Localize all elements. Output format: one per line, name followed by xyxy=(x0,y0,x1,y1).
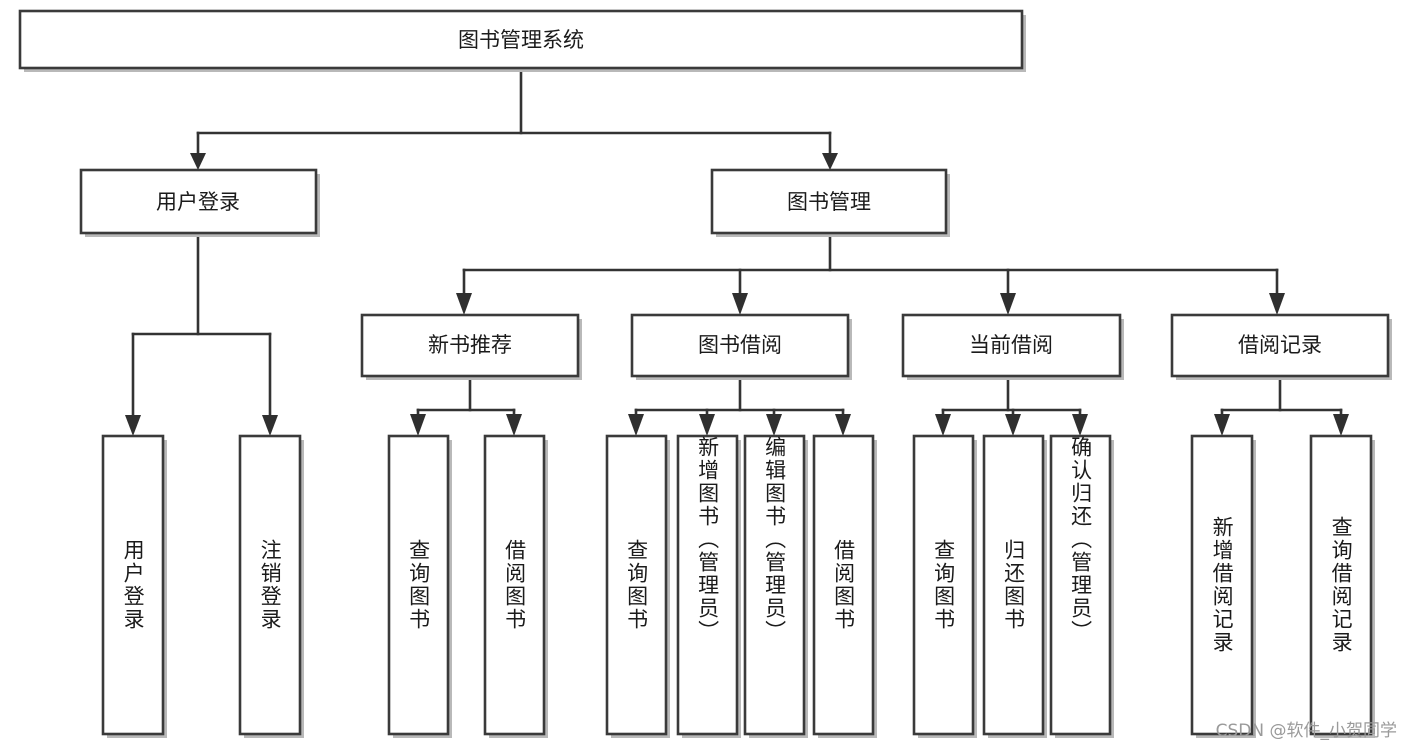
arrowhead-leaf-logout xyxy=(262,415,278,436)
leaf-box-confirm-return[interactable] xyxy=(1049,434,1112,736)
book-borrow-box[interactable] xyxy=(630,313,850,378)
node-new-book-recommend[interactable]: 新书推荐 xyxy=(360,313,582,380)
arrowhead-leaf-borrow-book-2 xyxy=(835,414,851,436)
node-user-login[interactable]: 用户登录 xyxy=(79,168,320,237)
arrowhead-leaf-query-record xyxy=(1333,414,1349,436)
arrowhead-user-login xyxy=(190,153,206,170)
book-management-box[interactable] xyxy=(710,168,948,235)
arrowhead-current-borrow xyxy=(1000,293,1016,315)
book-borrow-label: 图书借阅 xyxy=(698,333,782,357)
leaf-box-query-book-1[interactable] xyxy=(387,434,450,736)
arrowhead-book-borrow xyxy=(732,293,748,315)
leaf-box-query-record[interactable] xyxy=(1309,434,1373,736)
node-borrow-record[interactable]: 借阅记录 xyxy=(1170,313,1392,380)
arrowhead-leaf-query-book-2 xyxy=(628,414,644,436)
arrowhead-leaf-add-book xyxy=(699,414,715,436)
arrowhead-leaf-add-record xyxy=(1214,414,1230,436)
leaf-box-query-book-2[interactable] xyxy=(605,434,668,736)
arrowhead-leaf-query-book-1 xyxy=(410,414,426,436)
leaf-box-edit-book[interactable] xyxy=(743,434,806,736)
arrowhead-borrow-record xyxy=(1269,293,1285,315)
arrowhead-leaf-borrow-book-1 xyxy=(506,414,522,436)
current-borrow-label: 当前借阅 xyxy=(969,333,1053,357)
node-book-management[interactable]: 图书管理 xyxy=(710,168,950,237)
user-login-box[interactable] xyxy=(79,168,318,235)
leaf-box-add-record[interactable] xyxy=(1190,434,1254,736)
arrowhead-new-book-rec xyxy=(456,293,472,315)
leaf-layer xyxy=(101,434,1375,738)
new-book-recommend-box[interactable] xyxy=(360,313,580,378)
node-book-borrow[interactable]: 图书借阅 xyxy=(630,313,852,380)
arrowhead-leaf-query-book-3 xyxy=(935,414,951,436)
arrowhead-book-mgmt xyxy=(822,153,838,170)
borrow-record-box[interactable] xyxy=(1170,313,1390,378)
node-root[interactable]: 图书管理系统 xyxy=(18,9,1026,72)
root-box[interactable] xyxy=(18,9,1024,70)
connector-layer xyxy=(125,66,1349,436)
root-label: 图书管理系统 xyxy=(458,28,584,52)
arrowhead-leaf-user-login xyxy=(125,415,141,436)
leaf-box-add-book[interactable] xyxy=(676,434,739,736)
arrowhead-leaf-confirm-return xyxy=(1072,414,1088,436)
current-borrow-box[interactable] xyxy=(901,313,1122,378)
leaf-box-user-login[interactable] xyxy=(101,434,165,736)
leaf-box-query-book-3[interactable] xyxy=(912,434,975,736)
node-current-borrow[interactable]: 当前借阅 xyxy=(901,313,1124,380)
leaf-box-borrow-book-2[interactable] xyxy=(812,434,875,736)
arrowhead-leaf-return-book xyxy=(1005,414,1021,436)
arrowhead-leaf-edit-book xyxy=(766,414,782,436)
leaf-box-return-book[interactable] xyxy=(982,434,1045,736)
book-management-label: 图书管理 xyxy=(787,190,871,214)
new-book-recommend-label: 新书推荐 xyxy=(428,333,512,357)
user-login-label: 用户登录 xyxy=(156,190,240,214)
borrow-record-label: 借阅记录 xyxy=(1238,333,1322,357)
leaf-box-logout[interactable] xyxy=(238,434,302,736)
leaf-box-borrow-book-1[interactable] xyxy=(483,434,546,736)
